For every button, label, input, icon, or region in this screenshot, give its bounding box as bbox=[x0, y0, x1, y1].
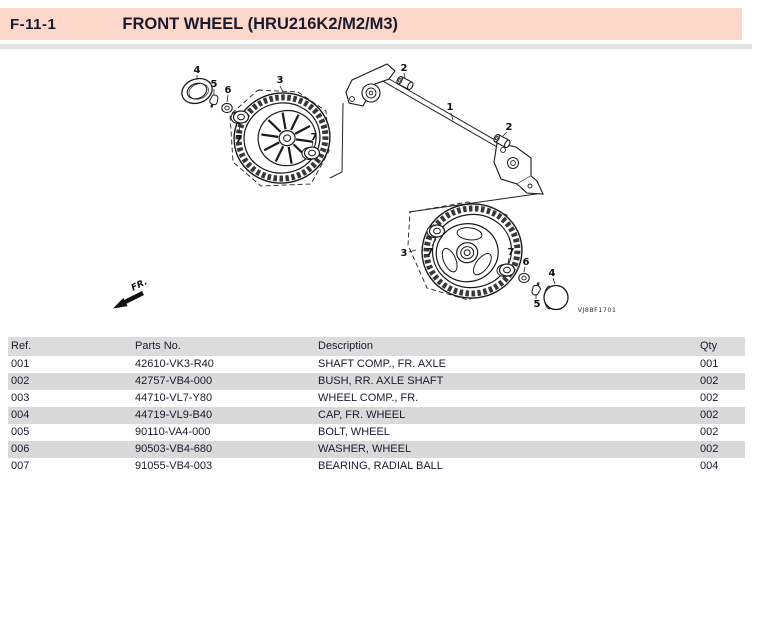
table-row: 001 42610-VK3-R40 SHAFT COMP., FR. AXLE … bbox=[8, 356, 745, 373]
callout-6: 6 bbox=[225, 85, 232, 96]
callout-1: 1 bbox=[447, 102, 454, 113]
cell-desc: SHAFT COMP., FR. AXLE bbox=[318, 358, 446, 370]
cell-ref: 005 bbox=[11, 426, 30, 438]
cell-desc: WASHER, WHEEL bbox=[318, 443, 412, 455]
table-header-row: Ref. Parts No. Description Qty bbox=[8, 337, 745, 356]
table-row: 006 90503-VB4-680 WASHER, WHEEL 002 bbox=[8, 441, 745, 458]
front-direction-arrow: FR. bbox=[113, 277, 149, 309]
table-row: 007 91055-VB4-003 BEARING, RADIAL BALL 0… bbox=[8, 458, 745, 475]
cell-ref: 007 bbox=[11, 460, 30, 472]
callout-4: 4 bbox=[549, 268, 556, 279]
callout-2: 2 bbox=[401, 63, 408, 74]
bolt-icon-lower bbox=[529, 280, 544, 298]
cell-ref: 003 bbox=[11, 392, 30, 404]
cell-qty: 002 bbox=[700, 426, 719, 438]
callout-7: 7 bbox=[236, 134, 243, 145]
table-row: 004 44719-VL9-B40 CAP, FR. WHEEL 002 bbox=[8, 407, 745, 424]
column-header-qty: Qty bbox=[700, 340, 718, 352]
callout-7: 7 bbox=[508, 247, 515, 258]
cell-qty: 001 bbox=[700, 358, 719, 370]
drawing-code: VJ8BF1701 bbox=[578, 306, 617, 314]
cell-desc: BOLT, WHEEL bbox=[318, 426, 390, 438]
callout-4: 4 bbox=[194, 65, 201, 76]
cell-part: 44719-VL9-B40 bbox=[135, 409, 213, 421]
callout-2: 2 bbox=[506, 122, 513, 133]
callout-7: 7 bbox=[311, 132, 318, 143]
table-row: 003 44710-VL7-Y80 WHEEL COMP., FR. 002 bbox=[8, 390, 745, 407]
callout-3: 3 bbox=[277, 75, 284, 86]
callout-5: 5 bbox=[211, 79, 218, 90]
parts-table: Ref. Parts No. Description Qty 001 42610… bbox=[8, 337, 745, 475]
bearing-icon-lower-left bbox=[426, 224, 446, 239]
axle-shaft bbox=[380, 75, 515, 156]
cell-part: 44710-VL7-Y80 bbox=[135, 392, 213, 404]
cell-desc: WHEEL COMP., FR. bbox=[318, 392, 419, 404]
cell-part: 42610-VK3-R40 bbox=[135, 358, 214, 370]
cell-ref: 001 bbox=[11, 358, 30, 370]
cell-part: 42757-VB4-000 bbox=[135, 375, 213, 387]
cell-part: 90110-VA4-000 bbox=[135, 426, 211, 438]
cell-desc: CAP, FR. WHEEL bbox=[318, 409, 406, 421]
front-wheel-upper bbox=[233, 92, 331, 184]
header-divider bbox=[0, 44, 752, 49]
front-wheel-lower bbox=[421, 203, 523, 299]
axle-bracket-left bbox=[345, 63, 396, 107]
section-code: F-11-1 bbox=[10, 15, 57, 33]
cap-icon-lower bbox=[543, 284, 569, 311]
table-row: 002 42757-VB4-000 BUSH, RR. AXLE SHAFT 0… bbox=[8, 373, 745, 390]
bearing-icon-upper-left bbox=[230, 110, 250, 125]
boundary-line-right bbox=[408, 192, 544, 213]
callouts: 4 5 6 7 3 7 2 1 2 3 7 7 6 5 bbox=[194, 63, 556, 310]
cell-part: 90503-VB4-680 bbox=[135, 443, 213, 455]
cell-qty: 002 bbox=[700, 443, 719, 455]
callout-7: 7 bbox=[427, 247, 434, 258]
table-row: 005 90110-VA4-000 BOLT, WHEEL 002 bbox=[8, 424, 745, 441]
cell-qty: 002 bbox=[700, 392, 719, 404]
cell-ref: 006 bbox=[11, 443, 30, 455]
parts-diagram: 4 5 6 7 3 7 2 1 2 3 7 7 6 5 bbox=[113, 63, 617, 314]
cell-part: 91055-VB4-003 bbox=[135, 460, 213, 472]
callout-3: 3 bbox=[401, 248, 408, 259]
axle-bracket-right bbox=[493, 142, 544, 195]
bearing-icon-upper-right bbox=[301, 146, 321, 161]
column-header-ref: Ref. bbox=[11, 340, 32, 352]
upper-wheel-outline bbox=[229, 89, 330, 187]
washer-icon-lower bbox=[518, 272, 530, 284]
cell-qty: 002 bbox=[700, 409, 719, 421]
bearing-icon-lower-right bbox=[496, 263, 516, 278]
column-header-desc: Description bbox=[318, 340, 374, 352]
callout-5: 5 bbox=[534, 299, 541, 310]
washer-icon-upper bbox=[221, 102, 233, 114]
callout-6: 6 bbox=[523, 257, 530, 268]
page-title: FRONT WHEEL (HRU216K2/M2/M3) bbox=[122, 14, 399, 33]
boundary-line-left bbox=[329, 102, 344, 179]
cell-ref: 004 bbox=[11, 409, 30, 421]
cell-qty: 002 bbox=[700, 375, 719, 387]
cap-icon-upper bbox=[181, 77, 213, 105]
cell-desc: BUSH, RR. AXLE SHAFT bbox=[318, 375, 444, 387]
front-direction-label: FR. bbox=[130, 277, 149, 293]
cell-qty: 004 bbox=[700, 460, 719, 472]
cell-desc: BEARING, RADIAL BALL bbox=[318, 460, 443, 472]
cell-ref: 002 bbox=[11, 375, 30, 387]
column-header-part: Parts No. bbox=[135, 340, 181, 352]
section-header: F-11-1 FRONT WHEEL (HRU216K2/M2/M3) bbox=[0, 8, 742, 40]
